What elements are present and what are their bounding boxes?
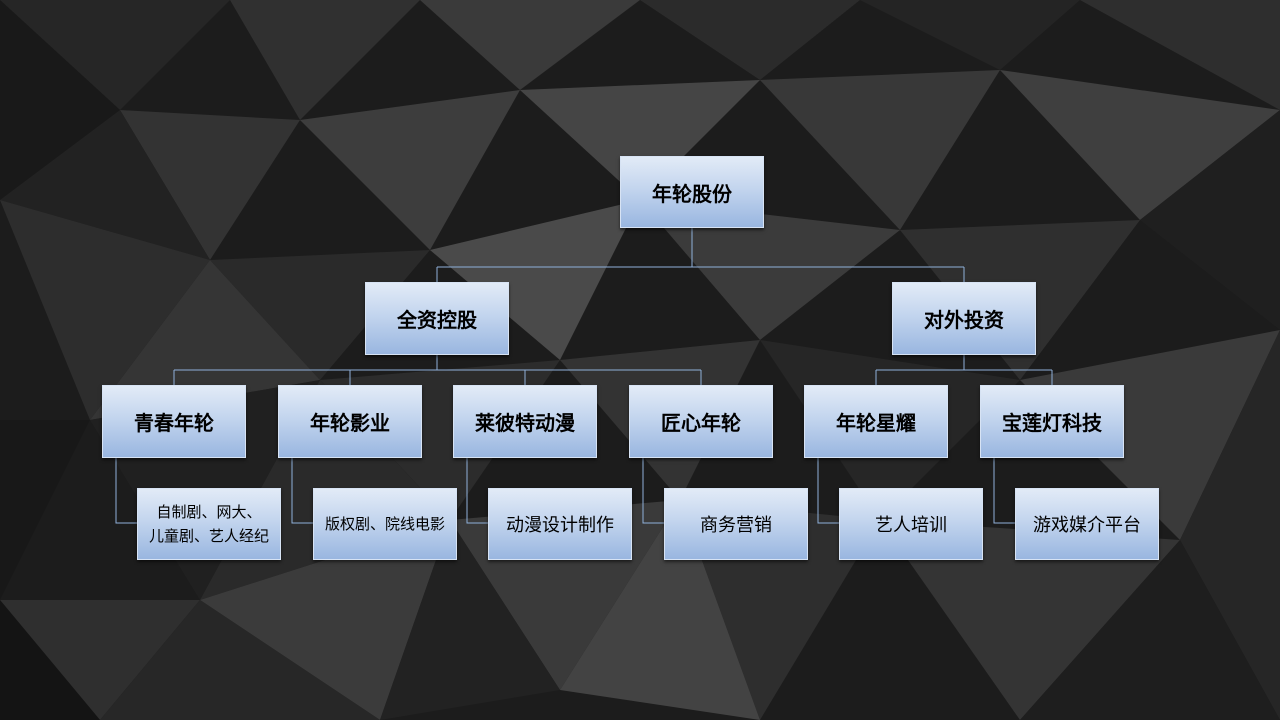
connector-to-detail-3 <box>642 458 664 524</box>
subsidiary-node: 年轮影业 <box>278 385 422 458</box>
detail-node: 游戏媒介平台 <box>1015 488 1159 560</box>
detail-line: 儿童剧、艺人经纪 <box>148 527 269 545</box>
detail-line: 自制剧、网大、 <box>156 503 262 521</box>
subsidiary-node: 宝莲灯科技 <box>980 385 1124 458</box>
subsidiary-label: 宝莲灯科技 <box>1002 411 1102 435</box>
subsidiary-node: 年轮星耀 <box>804 385 948 458</box>
connector-to-detail-5 <box>993 458 1015 524</box>
branch-label: 全资控股 <box>397 308 477 332</box>
detail-line: 版权剧、院线电影 <box>324 515 445 533</box>
connector-to-detail-2 <box>466 458 488 524</box>
root-node: 年轮股份 <box>620 156 764 228</box>
detail-line: 动漫设计制作 <box>506 515 614 536</box>
detail-node: 动漫设计制作 <box>488 488 632 560</box>
subsidiary-label: 年轮星耀 <box>836 411 916 435</box>
subsidiary-node: 青春年轮 <box>102 385 246 458</box>
detail-node: 商务营销 <box>664 488 808 560</box>
subsidiary-label: 年轮影业 <box>310 411 390 435</box>
subsidiary-node: 莱彼特动漫 <box>453 385 597 458</box>
branch-label: 对外投资 <box>924 308 1004 332</box>
detail-line: 艺人培训 <box>875 515 947 536</box>
connector-to-detail-1 <box>291 458 313 524</box>
root-label: 年轮股份 <box>652 181 732 206</box>
detail-line: 游戏媒介平台 <box>1033 515 1141 536</box>
detail-node: 版权剧、院线电影 <box>313 488 457 560</box>
detail-node: 自制剧、网大、 儿童剧、艺人经纪 <box>137 488 281 560</box>
subsidiary-label: 莱彼特动漫 <box>475 411 575 435</box>
detail-node: 艺人培训 <box>839 488 983 560</box>
subsidiary-node: 匠心年轮 <box>629 385 773 458</box>
branch-node-wholly-owned: 全资控股 <box>365 282 509 355</box>
subsidiary-label: 匠心年轮 <box>661 411 741 435</box>
branch-node-external-investment: 对外投资 <box>892 282 1036 355</box>
connector-to-detail-4 <box>817 458 839 524</box>
detail-line: 商务营销 <box>700 515 772 536</box>
subsidiary-label: 青春年轮 <box>134 411 214 435</box>
connector-to-detail-0 <box>115 458 137 524</box>
